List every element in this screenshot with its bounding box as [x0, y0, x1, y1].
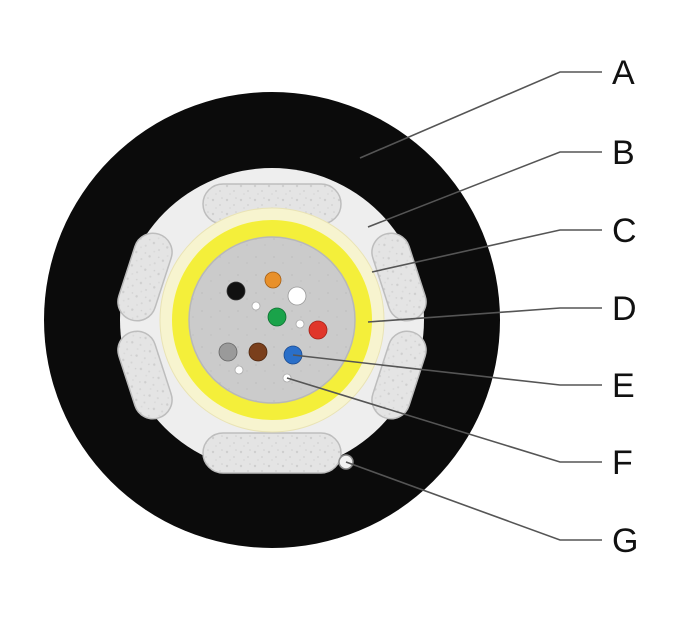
filler-fiber [295, 319, 305, 329]
label-c: C [612, 212, 637, 250]
fiber-red [308, 320, 328, 340]
leader-line-e [292, 354, 602, 386]
fiber-brown [248, 342, 268, 362]
filler-fiber [234, 365, 244, 375]
label-e: E [612, 367, 635, 405]
leader-line-f [286, 377, 602, 463]
armor-segment-left-upper [117, 232, 173, 322]
label-a: A [612, 54, 635, 92]
leader-line-b [367, 151, 602, 228]
fiber-gray [218, 342, 238, 362]
fiber-orange [264, 271, 282, 289]
armor-segment-right-lower [371, 330, 427, 420]
label-f: F [612, 444, 633, 482]
leader-line-g [345, 461, 602, 541]
leader-line-d [367, 307, 602, 323]
fiber-black [226, 281, 246, 301]
leader-line-c [371, 229, 602, 273]
label-d: D [612, 290, 637, 328]
armor-segment-bottom [202, 432, 342, 474]
filler-fiber [251, 301, 261, 311]
fiber-white [287, 286, 307, 306]
label-b: B [612, 134, 635, 172]
labels: A B C D E F G [612, 54, 638, 560]
label-g: G [612, 522, 638, 560]
armor-segment-left-lower [117, 330, 173, 420]
fiber-green [267, 307, 287, 327]
leader-lines [286, 71, 602, 541]
armor-segment-right-upper [371, 232, 427, 322]
leader-line-a [359, 71, 602, 159]
